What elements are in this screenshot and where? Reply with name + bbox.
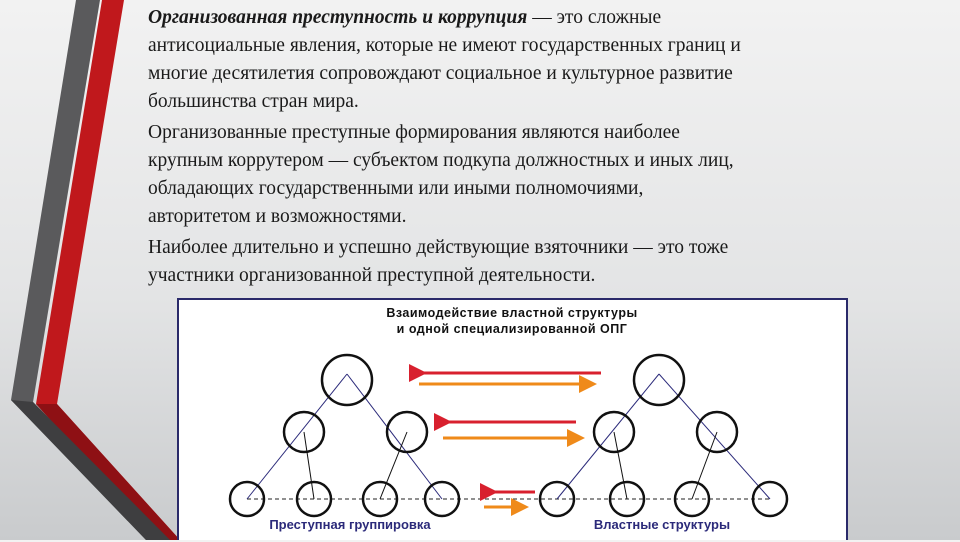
text-line: большинства стран мира. — [148, 91, 359, 112]
red-stripe — [36, 0, 180, 540]
paragraph-2: Организованные преступные формирования я… — [148, 119, 938, 231]
text-line: крупным коррутером — субъектом подкупа д… — [148, 150, 734, 171]
arrows — [409, 364, 601, 516]
term-highlight: Организованная преступность и коррупция — [148, 7, 528, 28]
text-line: Организованная преступность и коррупция … — [148, 4, 938, 32]
text-line: авторитетом и возможностями. — [148, 206, 407, 227]
text-line: Организованные преступные формирования я… — [148, 122, 680, 143]
paragraph-3: Наиболее длительно и успешно действующие… — [148, 234, 938, 290]
text-line: Наиболее длительно и успешно действующие… — [148, 237, 729, 258]
gray-stripe — [11, 0, 170, 540]
right-label: Властные структуры — [594, 517, 730, 532]
text-line: участники организованной преступной деят… — [148, 265, 596, 286]
text-line: обладающих государственными или иными по… — [148, 178, 644, 199]
dark-gray-stripe — [11, 400, 170, 540]
left-label: Преступная группировка — [269, 517, 431, 532]
text-line: антисоциальные явления, которые не имеют… — [148, 35, 741, 56]
node-circles — [228, 353, 789, 518]
diagram-title-2: и одной специализированной ОПГ — [397, 322, 628, 336]
text-line-rest: — это сложные — [527, 7, 662, 28]
text-line: многие десятилетия сопровождают социальн… — [148, 63, 733, 84]
hierarchy-lines — [246, 373, 771, 500]
dark-red-stripe — [36, 404, 180, 540]
slide-text: Организованная преступность и коррупция … — [148, 4, 938, 293]
paragraph-1: Организованная преступность и коррупция … — [148, 4, 938, 116]
interaction-diagram: Взаимодействие властной структуры и одно… — [177, 298, 848, 540]
diagram-title-1: Взаимодействие властной структуры — [386, 306, 637, 320]
sub-lines — [303, 431, 718, 500]
